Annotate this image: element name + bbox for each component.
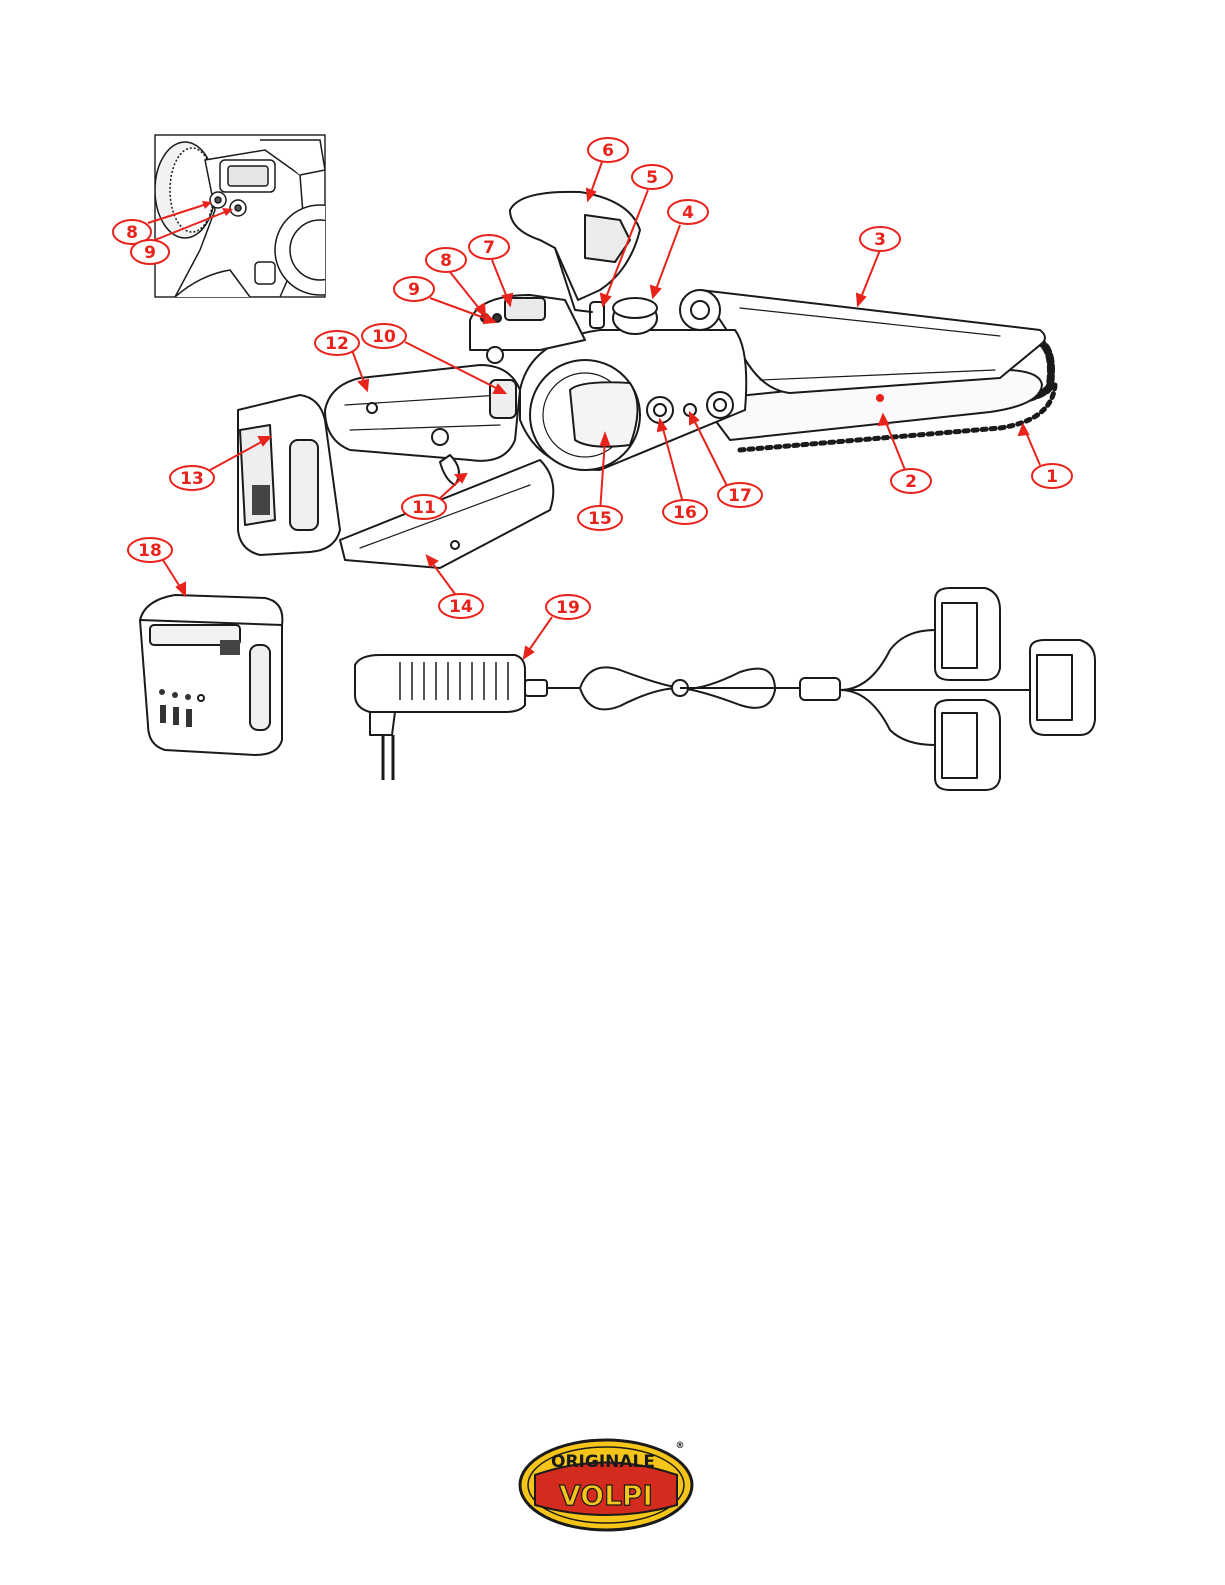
chainsaw-illustration bbox=[238, 192, 1055, 568]
callout-2-label: 2 bbox=[905, 472, 917, 492]
callout-19-label: 19 bbox=[556, 598, 580, 618]
callout-17-label: 17 bbox=[728, 486, 752, 506]
logo-top-text: ORIGINALE bbox=[551, 1452, 655, 1472]
callout-9-label: 9 bbox=[408, 280, 420, 300]
callout-2: 2 bbox=[891, 469, 931, 493]
callout-19: 19 bbox=[546, 595, 590, 619]
battery-pack-illustration bbox=[140, 595, 282, 755]
callout-16-label: 16 bbox=[673, 503, 697, 523]
callout-17: 17 bbox=[718, 483, 762, 507]
inset-callout-9-label: 9 bbox=[144, 243, 156, 263]
callout-15: 15 bbox=[578, 506, 622, 530]
inset-callout-9: 9 bbox=[131, 240, 169, 264]
callout-12: 12 bbox=[315, 331, 359, 355]
callout-9: 9 bbox=[394, 277, 434, 301]
callout-11-label: 11 bbox=[412, 498, 436, 518]
callout-8: 8 bbox=[426, 248, 466, 272]
callout-5: 5 bbox=[632, 165, 672, 189]
callout-13-label: 13 bbox=[180, 469, 204, 489]
callout-6-label: 6 bbox=[602, 141, 614, 161]
callout-3: 3 bbox=[860, 227, 900, 251]
callout-7: 7 bbox=[469, 235, 509, 259]
logo-main-text: VOLPI bbox=[559, 1479, 653, 1512]
callout-10-label: 10 bbox=[372, 327, 396, 347]
callout-10: 10 bbox=[362, 324, 406, 348]
callout-15-label: 15 bbox=[588, 509, 612, 529]
callout-16: 16 bbox=[663, 500, 707, 524]
volpi-logo: ORIGINALE VOLPI ® bbox=[520, 1440, 692, 1530]
callout-1: 1 bbox=[1032, 464, 1072, 488]
callout-14-label: 14 bbox=[449, 597, 473, 617]
logo-registered-mark: ® bbox=[676, 1441, 685, 1451]
callout-1-label: 1 bbox=[1046, 467, 1058, 487]
callout-12-label: 12 bbox=[325, 334, 349, 354]
callout-13: 13 bbox=[170, 466, 214, 490]
callout-6: 6 bbox=[588, 138, 628, 162]
callout-4-label: 4 bbox=[682, 203, 694, 223]
callout-18: 18 bbox=[128, 538, 172, 562]
callout-14: 14 bbox=[439, 594, 483, 618]
inset-callout-8-label: 8 bbox=[126, 223, 138, 243]
inset-detail: 8 9 bbox=[113, 135, 365, 297]
callout-3-label: 3 bbox=[874, 230, 886, 250]
callout-4: 4 bbox=[668, 200, 708, 224]
callout-11: 11 bbox=[402, 495, 446, 519]
callout-5-label: 5 bbox=[646, 168, 658, 188]
callout-18-label: 18 bbox=[138, 541, 162, 561]
callout-7-label: 7 bbox=[483, 238, 495, 258]
callout-8-label: 8 bbox=[440, 251, 452, 271]
